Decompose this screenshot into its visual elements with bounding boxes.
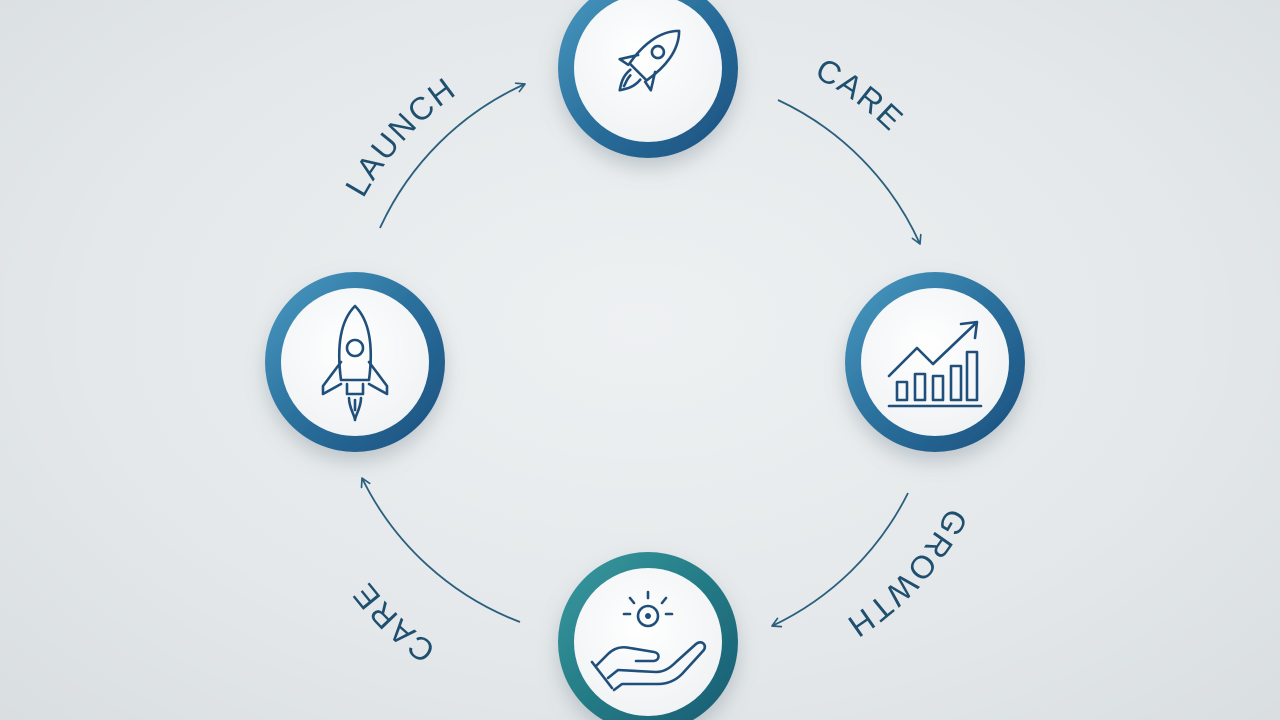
connector-care-bottom-arrow bbox=[360, 477, 521, 623]
growth-chart-icon bbox=[887, 320, 983, 408]
connector-label-care-bottom: CARE bbox=[345, 575, 441, 670]
rocket-icon bbox=[321, 304, 389, 422]
connector-growth-arrow bbox=[771, 492, 909, 628]
stage-node-left bbox=[265, 272, 445, 452]
connector-care-top-arrow bbox=[777, 99, 922, 245]
rocket-launch-icon bbox=[618, 29, 681, 92]
connector-label-care-top: CARE bbox=[810, 51, 911, 138]
connector-label-launch: LAUNCH bbox=[338, 70, 463, 203]
connector-launch-arrow bbox=[379, 82, 526, 229]
stage-node-bottom bbox=[558, 552, 738, 720]
hand-idea-icon bbox=[590, 590, 707, 692]
connector-label-growth: GROWTH bbox=[840, 503, 975, 645]
